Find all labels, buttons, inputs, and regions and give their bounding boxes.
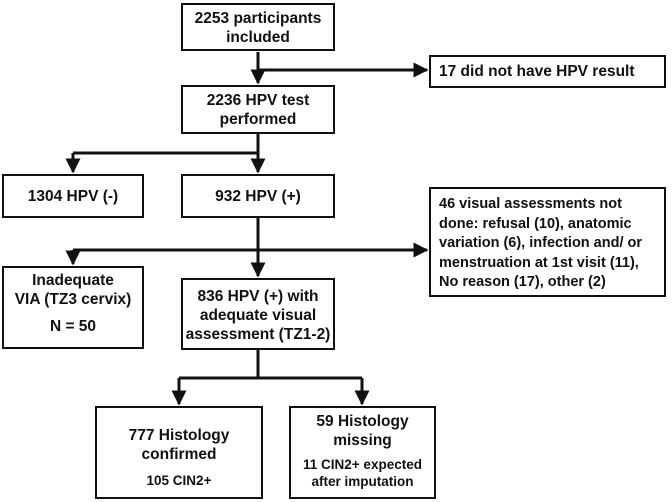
histology-confirmed-box: 777 Histology confirmed 105 CIN2+: [95, 406, 263, 499]
inadequate-line-2: VIA (TZ3 cervix): [14, 291, 132, 308]
hpv-test-box: 2236 HPV test performed: [181, 85, 335, 134]
not-done-line-2: done: refusal (10), anatomic: [439, 215, 632, 232]
adequate-assessment-box: 836 HPV (+) with adequate visual assessm…: [181, 278, 335, 350]
missing-line-2: missing: [333, 432, 392, 449]
not-done-line-1: 46 visual assessments not: [439, 196, 622, 212]
hpv-positive-box: 932 HPV (+): [181, 174, 335, 218]
participants-line-2: included: [226, 29, 290, 46]
histology-missing-box: 59 Histology missing 11 CIN2+ expected a…: [289, 406, 436, 499]
participants-box: 2253 participants included: [181, 3, 335, 51]
visual-not-done-box: 46 visual assessments not done: refusal …: [429, 187, 666, 297]
inadequate-via-box: Inadequate VIA (TZ3 cervix) N = 50: [2, 266, 144, 349]
adequate-line-2: adequate visual: [199, 307, 317, 324]
missing-cin2-line-1: 11 CIN2+ expected: [303, 457, 422, 472]
inadequate-line-1: Inadequate: [32, 272, 114, 289]
not-done-line-3: variation (6), infection and/ or: [439, 235, 643, 251]
hpv-negative-text: 1304 HPV (-): [27, 188, 119, 205]
adequate-line-3: assessment (TZ1-2): [185, 326, 331, 343]
no-hpv-result-box: 17 did not have HPV result: [429, 55, 666, 88]
not-done-line-4: menstruation at 1st visit (11),: [439, 254, 639, 271]
hpv-positive-text: 932 HPV (+): [215, 188, 301, 205]
missing-cin2-line-2: after imputation: [311, 474, 414, 489]
adequate-line-1: 836 HPV (+) with: [197, 288, 319, 305]
hpv-negative-box: 1304 HPV (-): [2, 174, 144, 218]
confirmed-cin2: 105 CIN2+: [146, 473, 212, 488]
hpv-test-line-1: 2236 HPV test: [206, 92, 310, 109]
inadequate-count: N = 50: [49, 318, 97, 335]
participants-line-1: 2253 participants: [194, 10, 322, 27]
no-hpv-result-text: 17 did not have HPV result: [439, 63, 635, 80]
not-done-line-5: No reason (17), other (2): [439, 274, 606, 290]
hpv-test-line-2: performed: [219, 111, 297, 128]
missing-line-1: 59 Histology: [316, 413, 409, 430]
confirmed-line-2: confirmed: [141, 446, 217, 463]
confirmed-line-1: 777 Histology: [128, 427, 230, 444]
